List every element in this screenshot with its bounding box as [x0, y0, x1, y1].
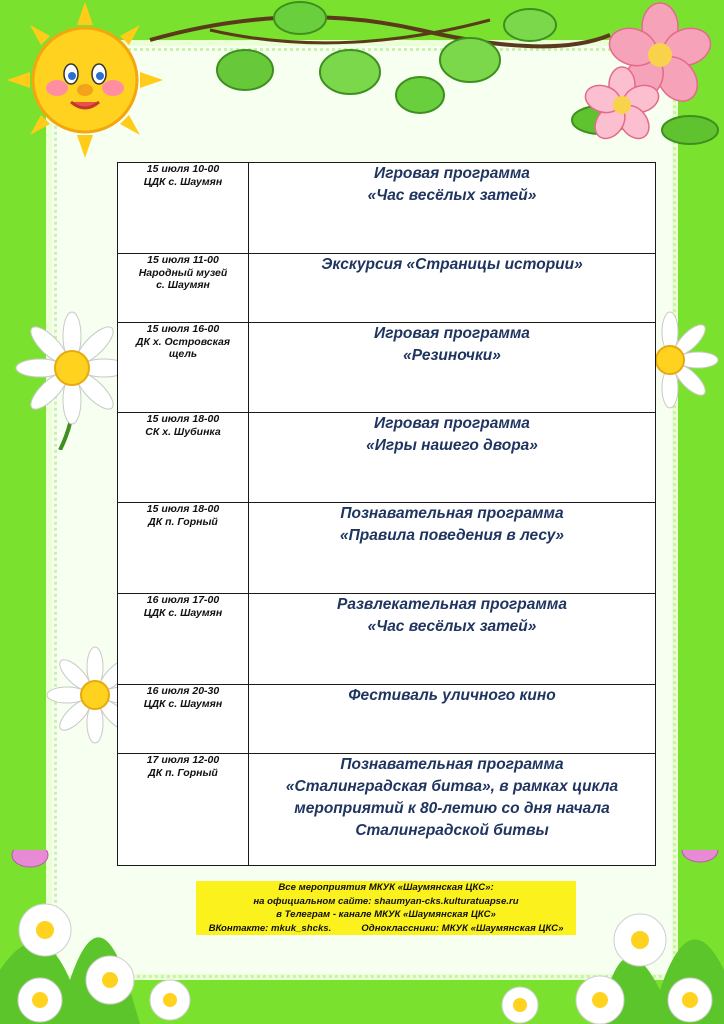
event-title-line: «Час весёлых затей» — [367, 187, 537, 204]
event-title-line: Игровая программа — [374, 325, 530, 342]
footer-info: Все мероприятия МКУК «Шаумянская ЦКС»: н… — [196, 881, 576, 935]
date-place-line: ДК п. Горный — [148, 766, 218, 779]
date-place-line: 16 июля 17-00 — [146, 594, 220, 606]
daisy-right-decoration — [655, 311, 719, 409]
event-title-line: «Сталинградская битва», в рамках цикла — [285, 778, 619, 795]
date-place-line: ЦДК с. Шаумян — [143, 606, 223, 619]
footer-line-2: на официальном сайте: shaumyan-cks.kultu… — [250, 895, 522, 907]
pink-flowers-decoration — [571, 2, 719, 145]
date-place-line: 15 июля 18-00 — [146, 413, 220, 425]
date-place-line: 16 июля 20-30 — [146, 685, 220, 697]
event-title-line: Познавательная программа — [340, 505, 564, 522]
event-title-line: Сталинградской битвы — [355, 822, 549, 839]
date-place-line: ДК п. Горный — [148, 515, 218, 528]
event-title-line: мероприятий к 80-летию со дня начала — [294, 800, 610, 817]
date-place-line: 17 июля 12-00 — [146, 754, 220, 766]
grass-daisies-bottom-decoration — [0, 850, 724, 1024]
event-title-line: Экскурсия «Страницы истории» — [321, 256, 583, 273]
date-place-line: 15 июля 10-00 — [146, 163, 220, 175]
date-place-line: СК х. Шубинка — [145, 425, 221, 438]
date-place-line: ДК х. Островская — [135, 335, 231, 348]
lace-border — [54, 48, 676, 978]
smiling-sun-icon — [7, 2, 163, 158]
event-title: Игровая программа «Час весёлых затей» — [248, 162, 656, 254]
vine-leaves-decoration — [149, 1, 611, 114]
event-title-line: «Час весёлых затей» — [367, 618, 537, 635]
daisy-left-decoration — [15, 311, 120, 450]
event-title: Познавательная программа «Сталинградская … — [248, 753, 656, 866]
event-title: Фестиваль уличного кино — [248, 684, 656, 754]
footer-line-3: в Телеграм - канале МКУК «Шаумянская ЦКС… — [273, 909, 499, 920]
footer-ok: Одноклассники: МКУК «Шаумянская ЦКС» — [358, 922, 567, 934]
date-place-line: щель — [168, 348, 198, 360]
daisy-left-lower-decoration — [46, 646, 120, 744]
event-title: Игровая программа «Игры нашего двора» — [248, 412, 656, 503]
date-place-line: ЦДК с. Шаумян — [143, 175, 223, 188]
event-title-line: Познавательная программа — [340, 756, 564, 773]
footer-vk: ВКонтакте: mkuk_shcks. — [205, 922, 335, 934]
event-title: Познавательная программа «Правила поведен… — [248, 502, 656, 594]
event-title-line: Развлекательная программа — [337, 596, 567, 613]
event-title-line: Игровая программа — [374, 415, 530, 432]
event-title-line: Игровая программа — [374, 165, 530, 182]
date-place-line: с. Шаумян — [156, 279, 210, 291]
event-title: Экскурсия «Страницы истории» — [248, 253, 656, 323]
date-place-line: Народный музей — [138, 266, 228, 279]
date-place-line: 15 июля 11-00 — [147, 254, 219, 266]
date-place-line: ЦДК с. Шаумян — [143, 697, 223, 710]
event-title-line: «Игры нашего двора» — [366, 437, 538, 454]
footer-line-1: Все мероприятия МКУК «Шаумянская ЦКС»: — [275, 882, 497, 893]
event-title-line: Фестиваль уличного кино — [348, 687, 556, 704]
date-place-line: 15 июля 16-00 — [146, 323, 220, 335]
event-title: Игровая программа «Резиночки» — [248, 322, 656, 413]
event-title: Развлекательная программа «Час весёлых за… — [248, 593, 656, 685]
date-place-line: 15 июля 18-00 — [146, 503, 220, 515]
event-title-line: «Правила поведения в лесу» — [339, 527, 565, 544]
event-title-line: «Резиночки» — [403, 347, 501, 364]
